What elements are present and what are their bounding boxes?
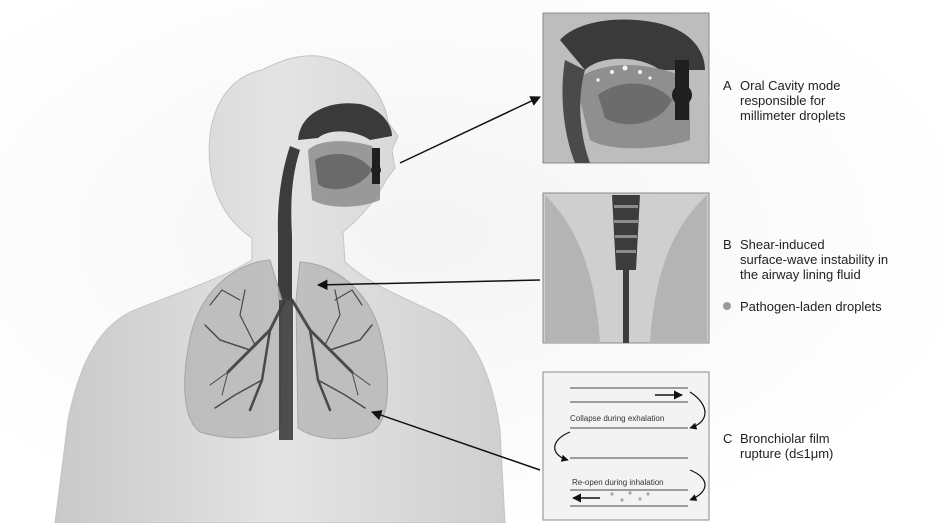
label-b-line-1: Shear-induced (740, 237, 930, 252)
label-a-line-1: Oral Cavity mode (740, 78, 930, 93)
label-c-line-1: Bronchiolar film (740, 431, 930, 446)
label-a-letter: A (723, 78, 739, 93)
panel-c-bronchiole: Collapse during exhalation Re-open durin… (543, 372, 709, 520)
label-a-line-2: responsible for (740, 93, 930, 108)
label-b-line-3: the airway lining fluid (740, 267, 930, 282)
collapse-text: Collapse during exhalation (570, 414, 664, 423)
label-c-line-2: rupture (d≤1μm) (740, 446, 930, 461)
legend-dot-icon (723, 302, 731, 310)
label-b-letter: B (723, 237, 739, 252)
label-b: B Shear-induced surface-wave instability… (723, 237, 933, 285)
head-cavity (298, 103, 392, 207)
legend-label: Pathogen-laden droplets (740, 299, 930, 315)
reopen-text: Re-open during inhalation (572, 478, 664, 487)
legend-text: Pathogen-laden droplets (740, 299, 930, 314)
label-c-letter: C (723, 431, 739, 446)
label-b-line-2: surface-wave instability in (740, 252, 930, 267)
label-a: A Oral Cavity mode responsible for milli… (723, 78, 933, 126)
panel-b-airway (543, 193, 709, 343)
label-a-line-3: millimeter droplets (740, 108, 930, 123)
label-c: C Bronchiolar film rupture (d≤1μm) (723, 431, 933, 463)
panel-a-oral-cavity (543, 13, 709, 163)
